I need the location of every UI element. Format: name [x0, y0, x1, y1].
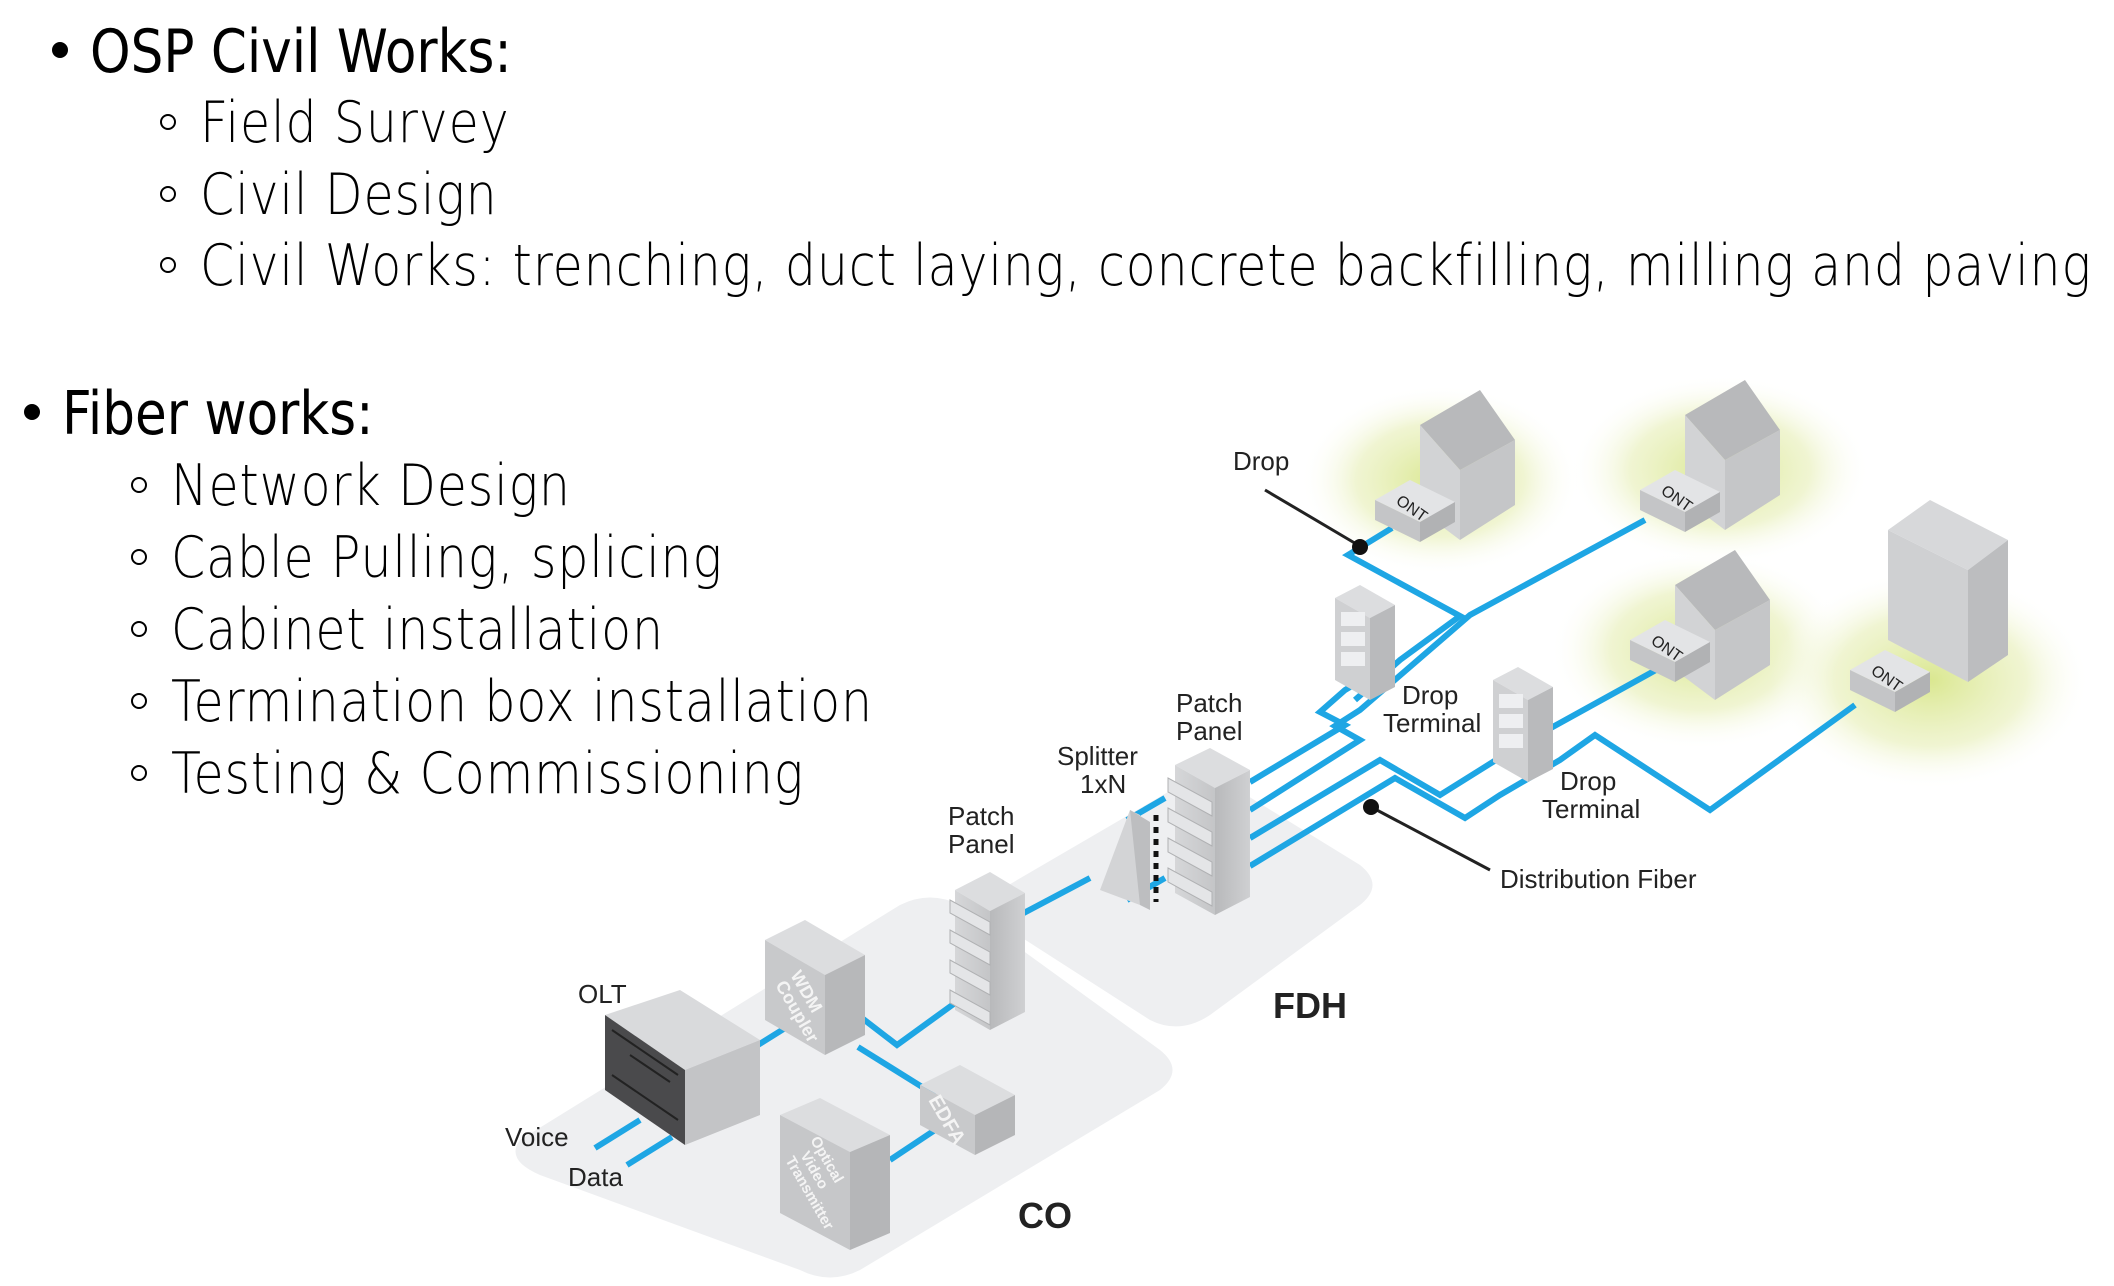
fiber-ovt-edfa — [888, 1127, 937, 1163]
ont-device — [1850, 650, 1930, 712]
drop-marker — [1352, 539, 1368, 555]
list-item: Cabinet installation — [171, 597, 664, 663]
section-title-fiber: Fiber works: — [62, 379, 374, 449]
patch-panel-co-label: Patch — [948, 801, 1015, 831]
data-label: Data — [568, 1162, 623, 1192]
fdh-patch-panel-device — [1167, 748, 1250, 915]
drop-terminal-label: Terminal — [1542, 794, 1640, 824]
list-item: Field Survey — [200, 90, 510, 156]
co-patch-panel-device — [949, 872, 1025, 1030]
bullet-dot-icon — [52, 42, 68, 58]
drop-terminal-device — [1493, 667, 1553, 782]
olt-device — [605, 990, 760, 1145]
co-label: CO — [1018, 1195, 1072, 1236]
olt-label: OLT — [578, 979, 627, 1009]
list-item: Civil Works: trenching, duct laying, con… — [200, 233, 2092, 299]
distribution-fiber-label: Distribution Fiber — [1500, 864, 1697, 894]
list-item: Network Design — [171, 453, 571, 519]
bullet-circle-icon — [131, 765, 147, 781]
fiber-data — [625, 1134, 674, 1168]
splitter-label: Splitter — [1057, 741, 1138, 771]
section-title-osp: OSP Civil Works: — [90, 17, 512, 87]
bullet-circle-icon — [131, 549, 147, 565]
list-item: Cable Pulling, splicing — [171, 525, 723, 591]
optical-video-transmitter-device — [780, 1098, 890, 1250]
drop-label: Drop — [1233, 446, 1289, 476]
voice-label: Voice — [505, 1122, 569, 1152]
fiber-patch-splitter — [1018, 875, 1092, 918]
wdm-coupler-device — [765, 920, 865, 1055]
drop-terminal-device — [1335, 585, 1395, 700]
distribution-fiber-marker — [1363, 799, 1379, 815]
drop-terminal-label: Terminal — [1383, 708, 1481, 738]
fiber-wdm-patch — [856, 1000, 957, 1049]
fiber-dist-1 — [1248, 672, 1372, 785]
bullet-circle-icon — [131, 693, 147, 709]
bullet-dot-icon — [24, 404, 40, 420]
ont-device — [1640, 470, 1720, 532]
fiber-voice — [593, 1117, 642, 1151]
list-item: Termination box installation — [171, 669, 873, 735]
drop-terminal-label: Drop — [1402, 680, 1458, 710]
patch-panel-co-label: Panel — [948, 829, 1015, 859]
patch-panel-fdh-label: Patch — [1176, 688, 1243, 718]
splitter-label: 1xN — [1080, 769, 1126, 799]
edfa-device — [920, 1065, 1015, 1155]
office-building-icon — [1888, 500, 2008, 682]
patch-panel-fdh-label: Panel — [1176, 716, 1243, 746]
fiber-dist-2 — [1248, 517, 1647, 813]
ont-device — [1630, 620, 1710, 682]
splitter-device — [1100, 810, 1159, 910]
bullet-circle-icon — [160, 257, 176, 273]
ont-device — [1375, 480, 1455, 542]
fdh-label: FDH — [1273, 985, 1347, 1026]
bullet-circle-icon — [131, 477, 147, 493]
bullet-circle-icon — [160, 186, 176, 202]
bullet-circle-icon — [160, 114, 176, 130]
list-item: Testing & Commissioning — [171, 741, 805, 807]
drop-terminal-label: Drop — [1560, 766, 1616, 796]
callouts — [1264, 488, 1491, 872]
list-item: Civil Design — [200, 162, 498, 228]
fdh-zone — [994, 777, 1373, 1027]
bullet-circle-icon — [131, 621, 147, 637]
